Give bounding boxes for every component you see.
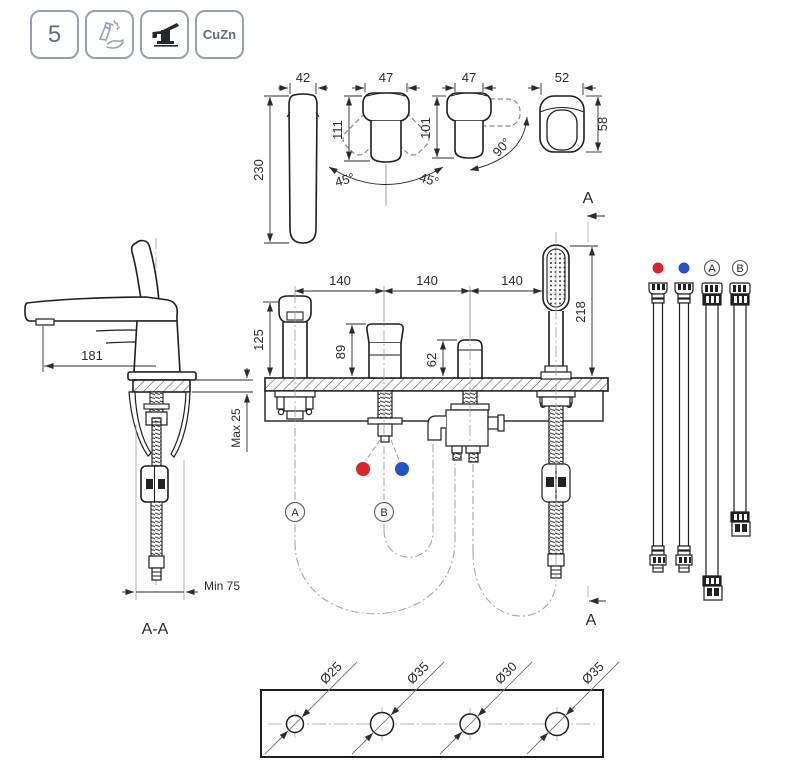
spout-mounting xyxy=(274,390,316,420)
front-view xyxy=(263,232,609,617)
hot-water-dot xyxy=(356,462,370,476)
section-marker-bottom xyxy=(587,586,606,605)
connection-b-label: B xyxy=(380,507,387,519)
dim-handle-front-height: 111 xyxy=(330,120,345,140)
flow-class-label: 5 xyxy=(47,20,62,48)
faucet-icon xyxy=(152,22,179,47)
side-view xyxy=(24,238,253,600)
handle-side-view xyxy=(432,83,530,172)
connection-a-label: A xyxy=(291,507,299,519)
plan-view xyxy=(260,661,620,758)
dim-hole-1: Ø25 xyxy=(317,659,345,687)
hose-b-circle xyxy=(731,259,749,277)
dim-spout-height-front: 125 xyxy=(251,329,266,351)
dim-handle-top-width: 52 xyxy=(555,70,569,85)
dim-hole-4: Ø35 xyxy=(579,659,607,687)
dim-spout-height: 230 xyxy=(251,159,266,181)
dim-swing-right: 45° xyxy=(418,170,441,190)
hose-a-circle xyxy=(703,259,721,277)
hose-a xyxy=(701,282,723,601)
dim-hole-2: Ø35 xyxy=(404,659,432,687)
section-view-label: A-A xyxy=(142,621,169,638)
hot-supply-hose xyxy=(648,282,668,573)
deck-section xyxy=(264,377,609,392)
dim-handle-height-front: 89 xyxy=(333,345,348,359)
hose-routing-lines xyxy=(294,428,557,617)
hose-b xyxy=(729,282,751,537)
badge-row: 5 xyxy=(30,10,244,59)
centerlines xyxy=(294,232,557,578)
spacing-dims xyxy=(294,286,542,338)
hole-leaders xyxy=(264,661,620,755)
spout-profile-view xyxy=(286,93,320,244)
mixer-handle-front xyxy=(366,323,404,379)
height-dims xyxy=(263,245,598,376)
cleaning-badge xyxy=(85,10,134,59)
dim-shower-height: 218 xyxy=(573,301,588,323)
dim-handle-swing: 90° xyxy=(490,135,514,160)
dim-handle-front-width: 47 xyxy=(379,70,393,85)
dim-hole-3: Ø30 xyxy=(492,659,520,687)
handle-top-view xyxy=(528,83,602,153)
faucet-badge xyxy=(140,10,189,59)
section-letter-top: A xyxy=(583,190,594,207)
spout-profile-dims xyxy=(264,83,328,244)
dim-swing-left: 45° xyxy=(333,170,356,190)
cold-water-dot xyxy=(395,462,409,476)
section-marker-top xyxy=(587,212,605,242)
material-badge: CuZn xyxy=(195,10,244,59)
dim-deck-max-side: Max 25 xyxy=(229,408,243,448)
handle-mounting xyxy=(367,390,403,443)
dim-min-clearance: Min 75 xyxy=(204,579,240,593)
dim-handle-top-depth: 58 xyxy=(595,117,610,131)
connection-a-circle xyxy=(284,501,306,523)
dim-spout-reach: 181 xyxy=(81,348,103,363)
material-label: CuZn xyxy=(202,27,237,42)
dim-spout-width: 42 xyxy=(296,70,310,85)
handle-front-view xyxy=(328,83,444,206)
hose-panel xyxy=(648,259,751,601)
hose-b-label: B xyxy=(736,263,743,275)
dim-spacing-2: 140 xyxy=(416,273,438,288)
hose-a-label: A xyxy=(708,263,716,275)
dim-diverter-height: 62 xyxy=(424,353,439,367)
cleaning-icon xyxy=(98,19,124,49)
section-letter-bottom: A xyxy=(586,612,597,629)
dim-spacing-3: 140 xyxy=(501,273,523,288)
dim-handle-side-width: 47 xyxy=(462,70,476,85)
cold-supply-hose xyxy=(674,282,694,573)
dim-spacing-1: 140 xyxy=(329,273,351,288)
supply-leads xyxy=(365,439,400,461)
cold-hose-dot xyxy=(678,262,690,274)
connection-b-circle xyxy=(373,501,395,523)
hot-hose-dot xyxy=(652,262,664,274)
dim-handle-side-height: 101 xyxy=(418,117,433,139)
flow-class-badge: 5 xyxy=(30,10,79,59)
